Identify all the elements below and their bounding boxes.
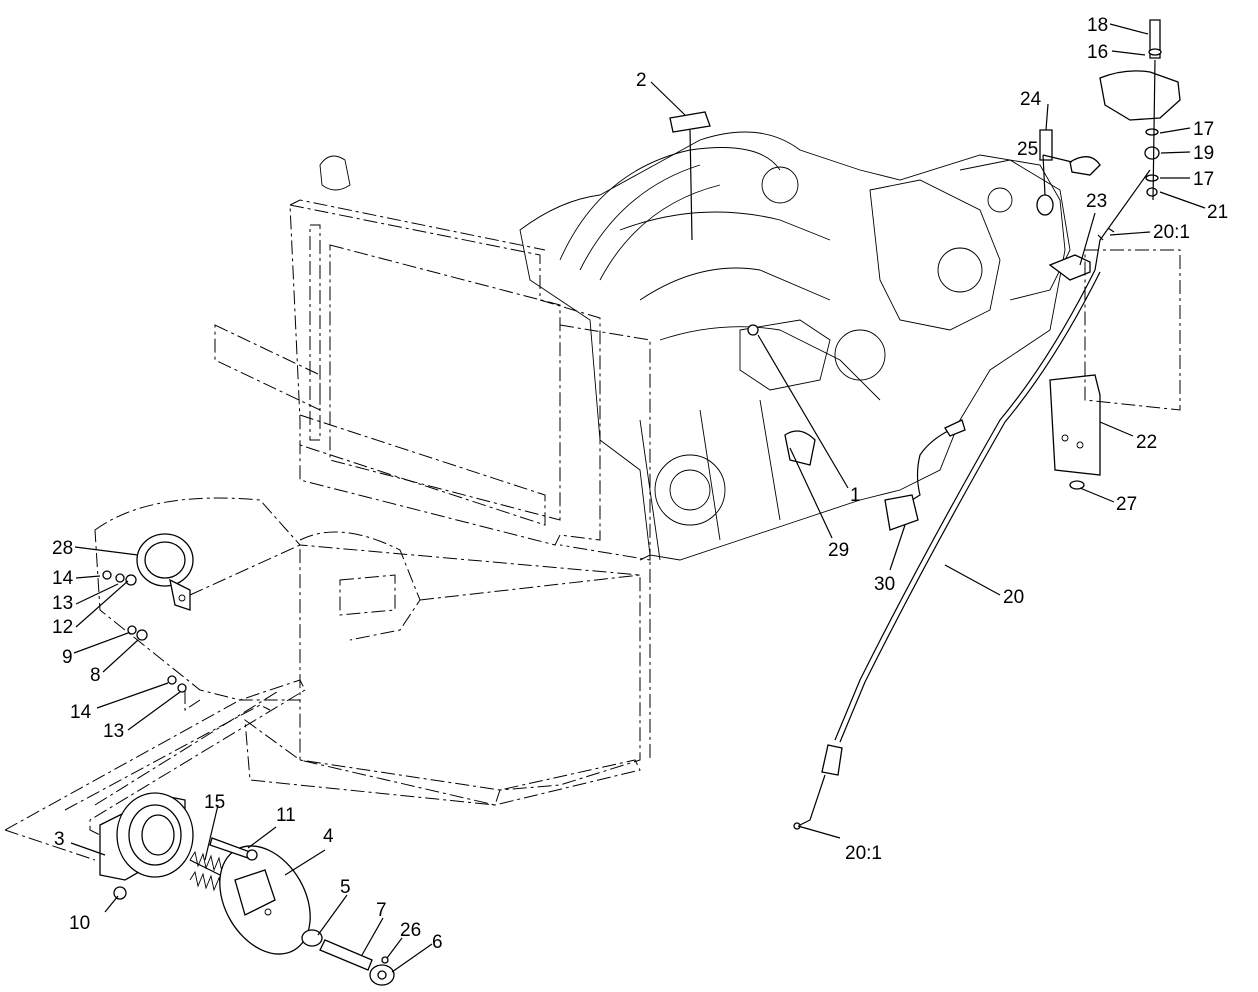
clutch-mount-plate [4, 679, 306, 861]
callout-labels: 18 16 2 24 17 19 25 17 23 21 20:1 22 1 2… [52, 15, 1228, 953]
callout-16: 16 [1087, 42, 1108, 63]
callout-21: 21 [1207, 202, 1228, 223]
callout-30: 30 [874, 574, 895, 595]
callout-20-1-lower: 20:1 [845, 843, 882, 864]
callout-11: 11 [276, 805, 296, 826]
callout-18: 18 [1087, 15, 1108, 36]
callout-1: 1 [850, 485, 861, 506]
callout-14-lower: 14 [70, 702, 92, 723]
callout-14-upper: 14 [52, 568, 74, 589]
callout-28: 28 [52, 538, 73, 559]
callout-8: 8 [90, 665, 101, 686]
engine-fittings [747, 324, 816, 466]
callout-13-upper: 13 [52, 593, 73, 614]
callout-22: 22 [1136, 432, 1157, 453]
callout-12: 12 [52, 617, 73, 638]
callout-25: 25 [1017, 139, 1038, 160]
throttle-cable [793, 169, 1151, 830]
callout-5: 5 [340, 877, 351, 898]
callout-19: 19 [1193, 143, 1214, 164]
engine-block [519, 131, 1071, 561]
callout-2: 2 [636, 70, 647, 91]
fan-shroud-bracket [94, 497, 651, 806]
callout-4: 4 [323, 826, 334, 847]
throttle-linkage [1036, 19, 1181, 490]
callout-7: 7 [376, 900, 387, 921]
small-hardware [102, 570, 395, 986]
callout-20-1-upper: 20:1 [1153, 222, 1190, 243]
electric-clutch [99, 792, 194, 881]
callout-3: 3 [54, 829, 65, 850]
brake-disc [219, 845, 311, 955]
callout-24: 24 [1020, 89, 1042, 110]
callout-29: 29 [828, 540, 849, 561]
callout-27: 27 [1116, 494, 1137, 515]
callout-13-lower: 13 [103, 721, 124, 742]
callout-20: 20 [1003, 587, 1024, 608]
decal [669, 111, 711, 241]
callout-17-lower: 17 [1193, 169, 1214, 190]
radiator-assembly [214, 155, 651, 561]
callout-9: 9 [62, 647, 73, 668]
callout-26: 26 [400, 920, 421, 941]
callout-15: 15 [204, 792, 225, 813]
wiring-harness [884, 419, 966, 531]
hose-clamp [136, 533, 194, 611]
callout-10: 10 [69, 913, 90, 934]
callout-6: 6 [432, 932, 443, 953]
callout-17-upper: 17 [1193, 119, 1214, 140]
callout-23: 23 [1086, 191, 1107, 212]
leader-lines [70, 23, 1206, 973]
